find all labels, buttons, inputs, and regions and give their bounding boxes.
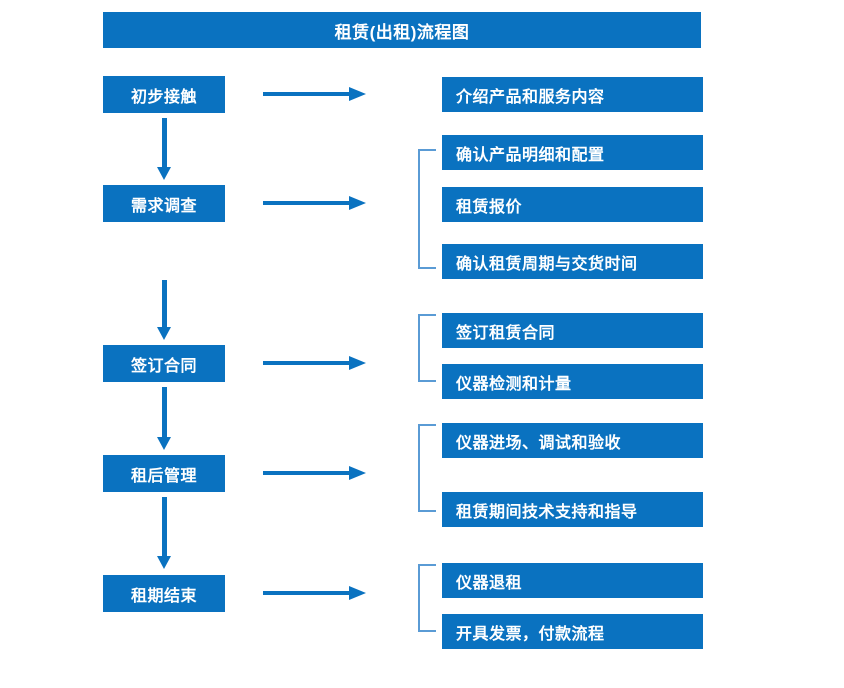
stage-box-initial-contact[interactable]: 初步接触 — [103, 76, 225, 113]
detail-box-technical-support[interactable]: 租赁期间技术支持和指导 — [442, 492, 703, 527]
detail-box-instrument-entry-commissioning[interactable]: 仪器进场、调试和验收 — [442, 423, 703, 458]
arrow-shaft — [162, 118, 167, 168]
group-bracket-needs-survey — [418, 149, 436, 269]
right-arrow-icon-2 — [263, 196, 369, 210]
detail-box-sign-rental-contract[interactable]: 签订租赁合同 — [442, 313, 703, 348]
arrow-head — [157, 327, 171, 340]
arrow-head — [349, 356, 366, 370]
down-arrow-icon-1 — [157, 118, 171, 180]
detail-box-invoice-payment[interactable]: 开具发票，付款流程 — [442, 614, 703, 649]
detail-box-instrument-return[interactable]: 仪器退租 — [442, 563, 703, 598]
arrow-shaft — [263, 361, 351, 365]
arrow-shaft — [263, 201, 351, 205]
arrow-head — [157, 167, 171, 180]
stage-box-lease-end[interactable]: 租期结束 — [103, 575, 225, 612]
group-bracket-sign-contract — [418, 314, 436, 382]
arrow-head — [349, 196, 366, 210]
down-arrow-icon-4 — [157, 497, 171, 569]
stage-box-post-rental-management[interactable]: 租后管理 — [103, 455, 225, 492]
arrow-head — [349, 466, 366, 480]
group-bracket-lease-end — [418, 564, 436, 632]
detail-box-rental-quote[interactable]: 租赁报价 — [442, 187, 703, 222]
stage-box-needs-survey[interactable]: 需求调查 — [103, 185, 225, 222]
stage-box-sign-contract[interactable]: 签订合同 — [103, 345, 225, 382]
arrow-head — [157, 437, 171, 450]
arrow-shaft — [162, 497, 167, 557]
arrow-shaft — [162, 387, 167, 438]
group-bracket-post-rental — [418, 424, 436, 512]
arrow-shaft — [263, 92, 351, 96]
page-title: 租赁(出租)流程图 — [103, 12, 701, 48]
arrow-head — [157, 556, 171, 569]
down-arrow-icon-3 — [157, 387, 171, 450]
detail-box-confirm-product-spec[interactable]: 确认产品明细和配置 — [442, 135, 703, 170]
right-arrow-icon-3 — [263, 356, 369, 370]
arrow-shaft — [162, 280, 167, 328]
detail-box-instrument-inspection[interactable]: 仪器检测和计量 — [442, 364, 703, 399]
detail-box-confirm-period-delivery[interactable]: 确认租赁周期与交货时间 — [442, 244, 703, 279]
arrow-head — [349, 586, 366, 600]
detail-box-introduce-products[interactable]: 介绍产品和服务内容 — [442, 77, 703, 112]
right-arrow-icon-4 — [263, 466, 369, 480]
arrow-shaft — [263, 591, 351, 595]
right-arrow-icon-1 — [263, 87, 369, 101]
right-arrow-icon-5 — [263, 586, 369, 600]
arrow-head — [349, 87, 366, 101]
down-arrow-icon-2 — [157, 280, 171, 340]
arrow-shaft — [263, 471, 351, 475]
